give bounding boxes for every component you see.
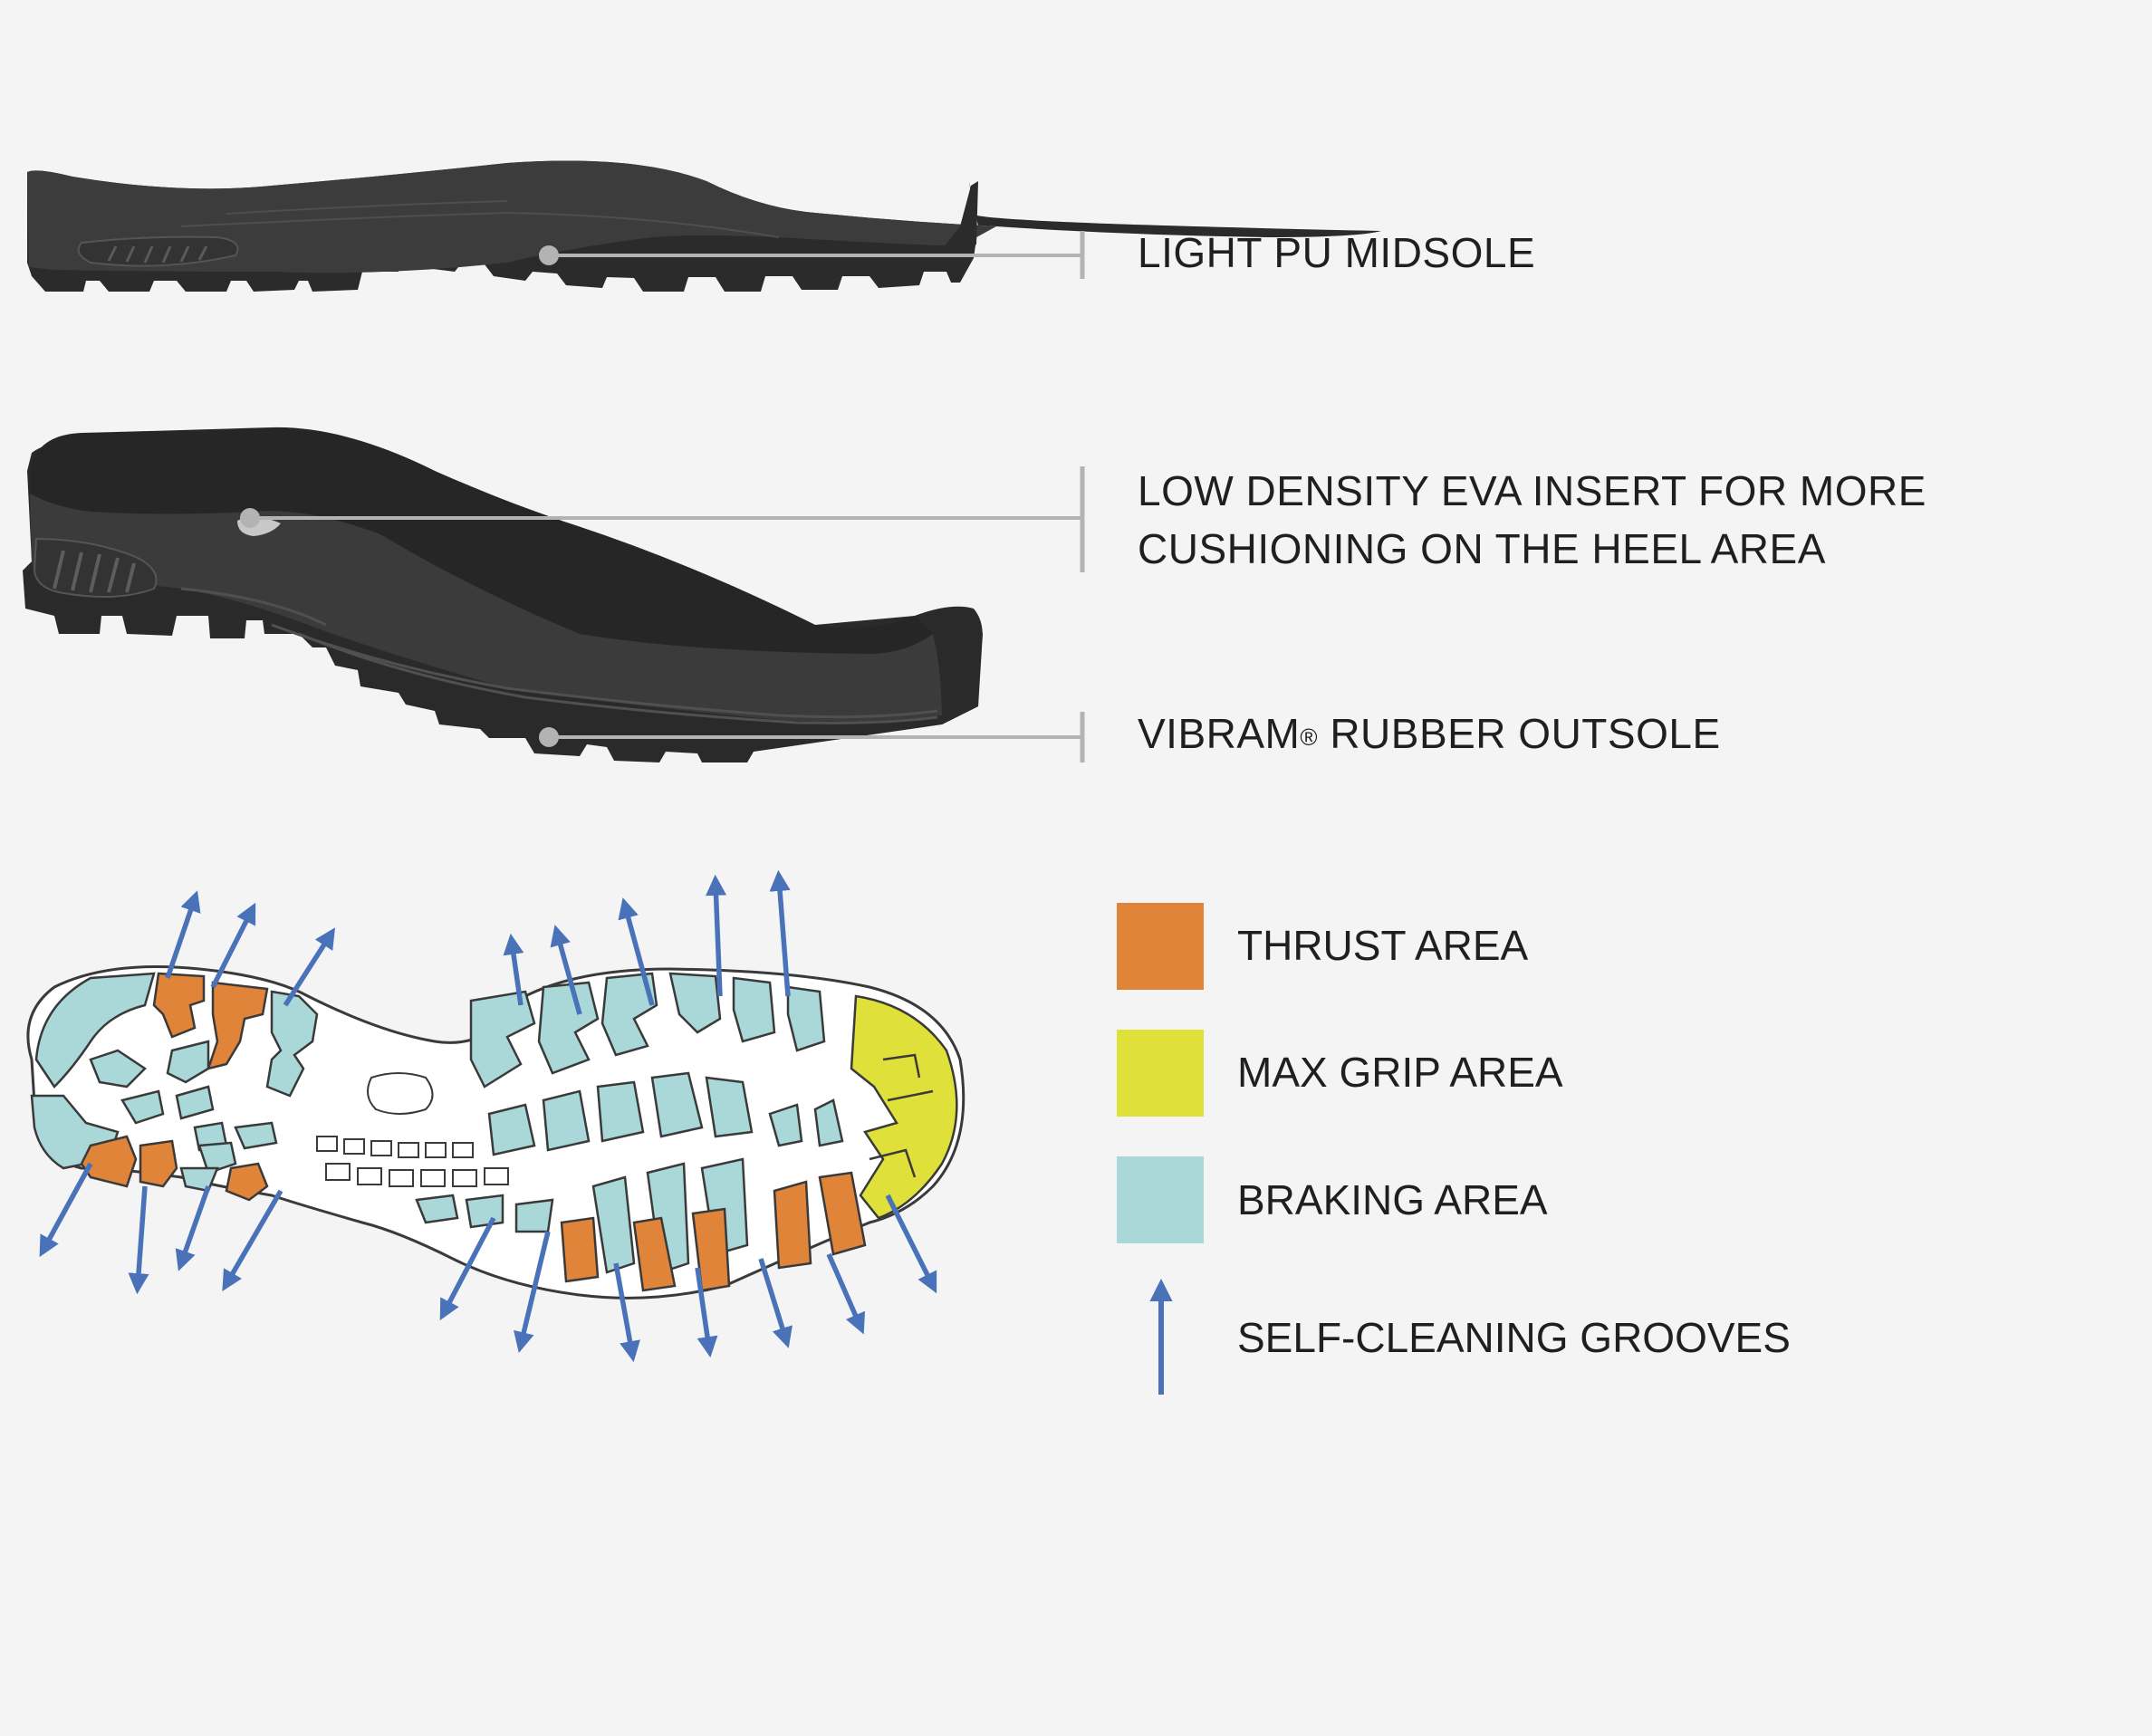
outsole-illustration [23, 427, 983, 762]
legend-grip-label: MAX GRIP AREA [1237, 1049, 1563, 1096]
midsole-illustration [27, 160, 1381, 292]
eva-insert-label-line1: LOW DENSITY EVA INSERT FOR MORE [1138, 467, 1926, 514]
yellow-swatch [1117, 1030, 1204, 1117]
midsole-leader-line [539, 231, 1085, 279]
orange-swatch [1117, 903, 1204, 990]
legend-thrust-label: THRUST AREA [1237, 922, 1529, 969]
cyan-swatch [1117, 1156, 1204, 1243]
registered-mark: ® [1300, 724, 1319, 751]
legend-grooves-label: SELF-CLEANING GROOVES [1237, 1314, 1791, 1361]
outsole-label-brand: VIBRAM [1138, 710, 1301, 757]
outsole-label-rest: RUBBER OUTSOLE [1318, 710, 1721, 757]
legend-braking-label: BRAKING AREA [1237, 1176, 1548, 1223]
midsole-label: LIGHT PU MIDSOLE [1138, 229, 1536, 276]
tread-map [26, 965, 966, 1300]
outsole-label: VIBRAM® RUBBER OUTSOLE [1138, 705, 1721, 762]
eva-leader-line [240, 466, 1085, 572]
eva-insert-label-line2: CUSHIONING ON THE HEEL AREA [1138, 525, 1826, 572]
outsole-leader-line [539, 712, 1085, 762]
self-cleaning-groove-arrows [39, 869, 937, 1363]
